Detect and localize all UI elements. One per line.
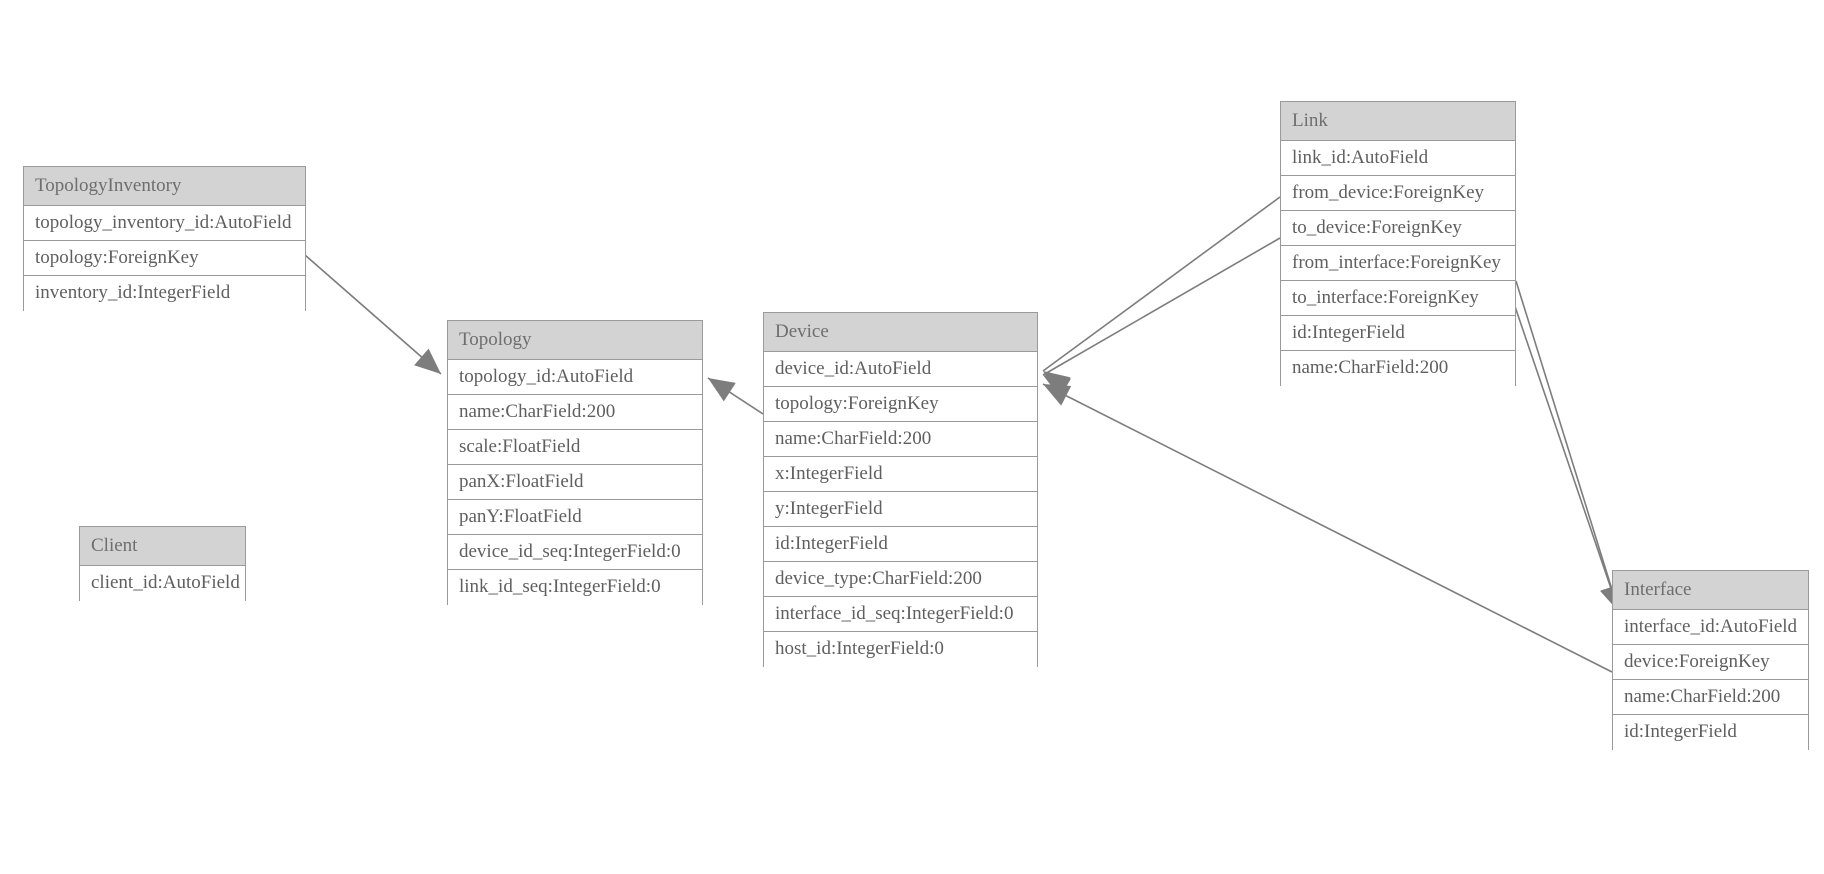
entity-field-row: from_interface:ForeignKey: [1281, 246, 1515, 281]
entity-title-topology-inventory: TopologyInventory: [24, 167, 305, 206]
relationship-line-device-to-topology: [707, 377, 764, 415]
entity-field-row: topology:ForeignKey: [764, 387, 1037, 422]
relationship-line-link-to-interface-to-interface: [1506, 282, 1620, 613]
entity-field-row: device_type:CharField:200: [764, 562, 1037, 597]
entity-field-row: name:CharField:200: [764, 422, 1037, 457]
entity-field-row: id:IntegerField: [1613, 715, 1808, 750]
entity-field-row: device_id:AutoField: [764, 352, 1037, 387]
entity-field-row: topology:ForeignKey: [24, 241, 305, 276]
entity-title-link: Link: [1281, 102, 1515, 141]
entity-field-row: x:IntegerField: [764, 457, 1037, 492]
entity-field-row: name:CharField:200: [1613, 680, 1808, 715]
entity-title-device: Device: [764, 313, 1037, 352]
entity-field-row: inventory_id:IntegerField: [24, 276, 305, 311]
relationship-arrowhead-interface-device-to-device: [1043, 384, 1072, 406]
entity-field-row: id:IntegerField: [1281, 316, 1515, 351]
entity-title-interface: Interface: [1613, 571, 1808, 610]
relationship-line-interface-device-to-device: [1042, 383, 1613, 673]
entity-field-row: interface_id_seq:IntegerField:0: [764, 597, 1037, 632]
entity-field-row: interface_id:AutoField: [1613, 610, 1808, 645]
entity-field-row: id:IntegerField: [764, 527, 1037, 562]
relationship-line-topologyinventory-to-topology: [304, 254, 442, 375]
entity-field-row: to_interface:ForeignKey: [1281, 281, 1515, 316]
relationship-line-link-to-device-to-device: [1042, 237, 1281, 376]
relationship-line-link-from-device-to-device: [1042, 196, 1281, 372]
relationship-line-link-from-interface-to-interface: [1515, 280, 1620, 613]
relationship-arrowhead-topologyinventory-to-topology: [414, 348, 441, 374]
entity-field-row: name:CharField:200: [1281, 351, 1515, 386]
relationship-arrowhead-link-to-device-to-device: [1043, 375, 1072, 398]
entity-field-row: name:CharField:200: [448, 395, 702, 430]
entity-title-client: Client: [80, 527, 245, 566]
entity-title-topology: Topology: [448, 321, 702, 360]
relationship-arrowhead-device-to-topology: [708, 378, 736, 402]
entity-field-row: device_id_seq:IntegerField:0: [448, 535, 702, 570]
entity-field-row: to_device:ForeignKey: [1281, 211, 1515, 246]
entity-field-row: panY:FloatField: [448, 500, 702, 535]
entity-field-row: link_id_seq:IntegerField:0: [448, 570, 702, 605]
entity-field-row: scale:FloatField: [448, 430, 702, 465]
entity-field-row: link_id:AutoField: [1281, 141, 1515, 176]
entity-field-row: topology_id:AutoField: [448, 360, 702, 395]
entity-field-row: client_id:AutoField: [80, 566, 245, 601]
entity-field-row: device:ForeignKey: [1613, 645, 1808, 680]
entity-field-row: host_id:IntegerField:0: [764, 632, 1037, 667]
relationship-arrowhead-link-from-device-to-device: [1043, 371, 1071, 396]
entity-field-row: topology_inventory_id:AutoField: [24, 206, 305, 241]
entity-field-row: y:IntegerField: [764, 492, 1037, 527]
entity-field-row: panX:FloatField: [448, 465, 702, 500]
entity-field-row: from_device:ForeignKey: [1281, 176, 1515, 211]
